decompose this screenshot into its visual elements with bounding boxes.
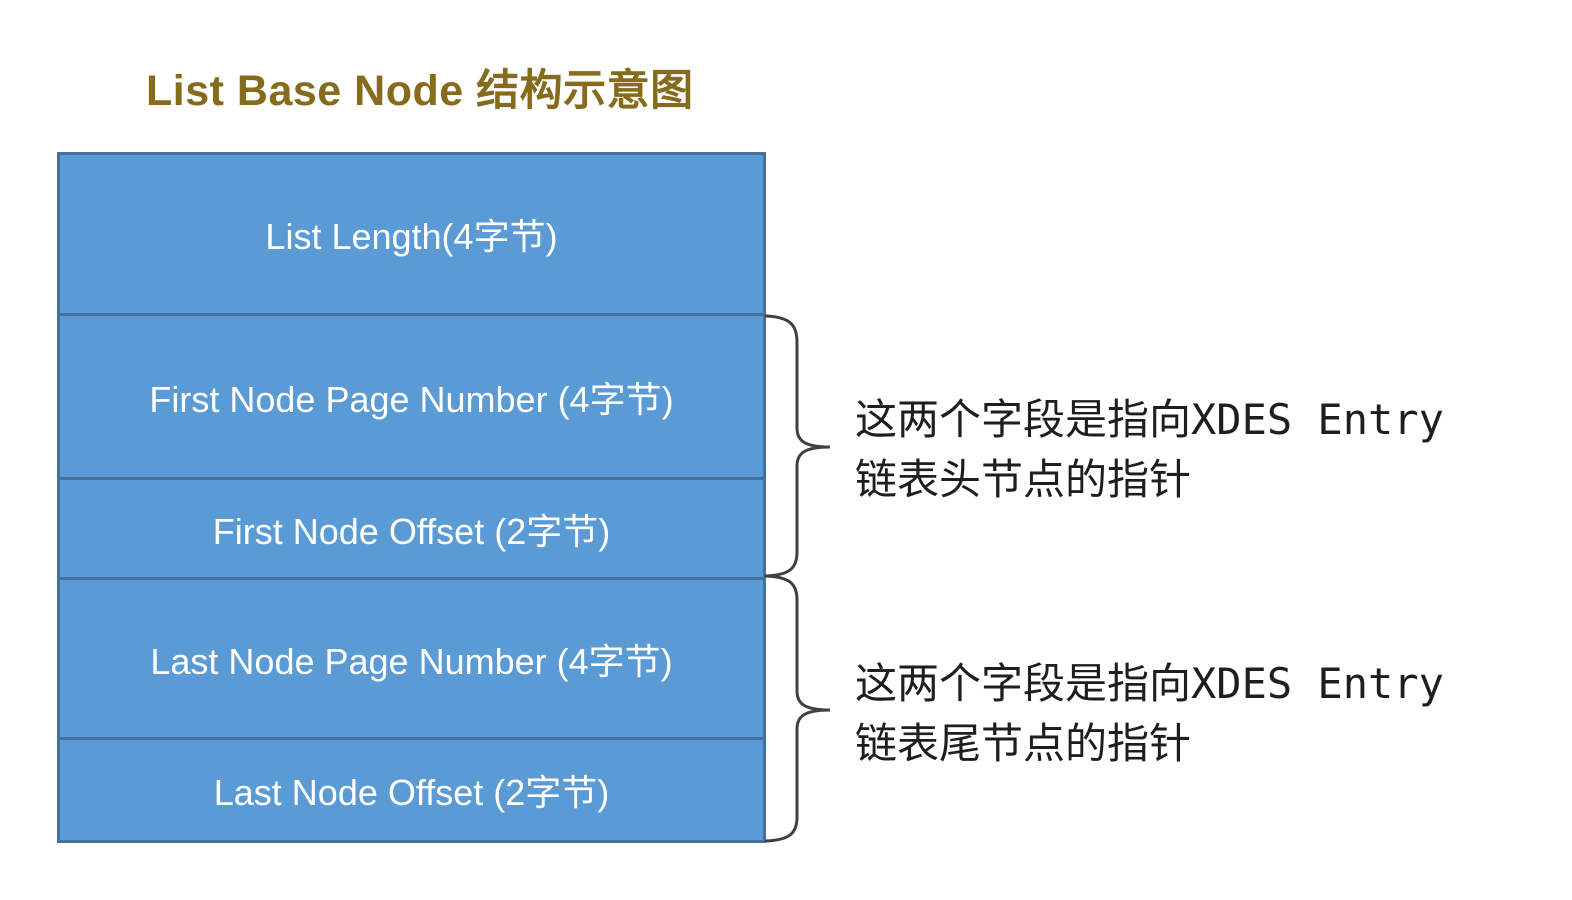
annotation-line: 链表尾节点的指针	[855, 719, 1192, 768]
brace-first-node-icon	[764, 314, 831, 578]
annotation-line: 这两个字段是指向XDES Entry	[855, 395, 1444, 444]
table-row-list-length: List Length(4字节)	[60, 155, 763, 313]
row-label: First Node Offset (2字节)	[212, 510, 611, 552]
annotation-line: 这两个字段是指向XDES Entry	[855, 659, 1444, 708]
table-row-first-node-page-number: First Node Page Number (4字节)	[60, 313, 763, 477]
annotation-line: 链表头节点的指针	[855, 455, 1192, 504]
annotation-last-node-pointer: 这两个字段是指向XDES Entry 链表尾节点的指针	[855, 654, 1444, 774]
list-base-node-table: List Length(4字节) First Node Page Number …	[57, 152, 766, 843]
row-label: List Length(4字节)	[265, 216, 558, 257]
table-row-last-node-page-number: Last Node Page Number (4字节)	[60, 577, 763, 737]
diagram-title: List Base Node 结构示意图	[146, 67, 694, 115]
table-row-first-node-offset: First Node Offset (2字节)	[60, 477, 763, 577]
row-label: Last Node Offset (2字节)	[213, 772, 610, 813]
row-label: Last Node Page Number (4字节)	[150, 640, 673, 682]
curly-braces	[764, 314, 831, 843]
row-label: First Node Page Number (4字节)	[149, 378, 674, 420]
table-row-last-node-offset: Last Node Offset (2字节)	[60, 737, 763, 840]
brace-last-node-icon	[764, 574, 831, 843]
annotation-first-node-pointer: 这两个字段是指向XDES Entry 链表头节点的指针	[855, 390, 1444, 510]
